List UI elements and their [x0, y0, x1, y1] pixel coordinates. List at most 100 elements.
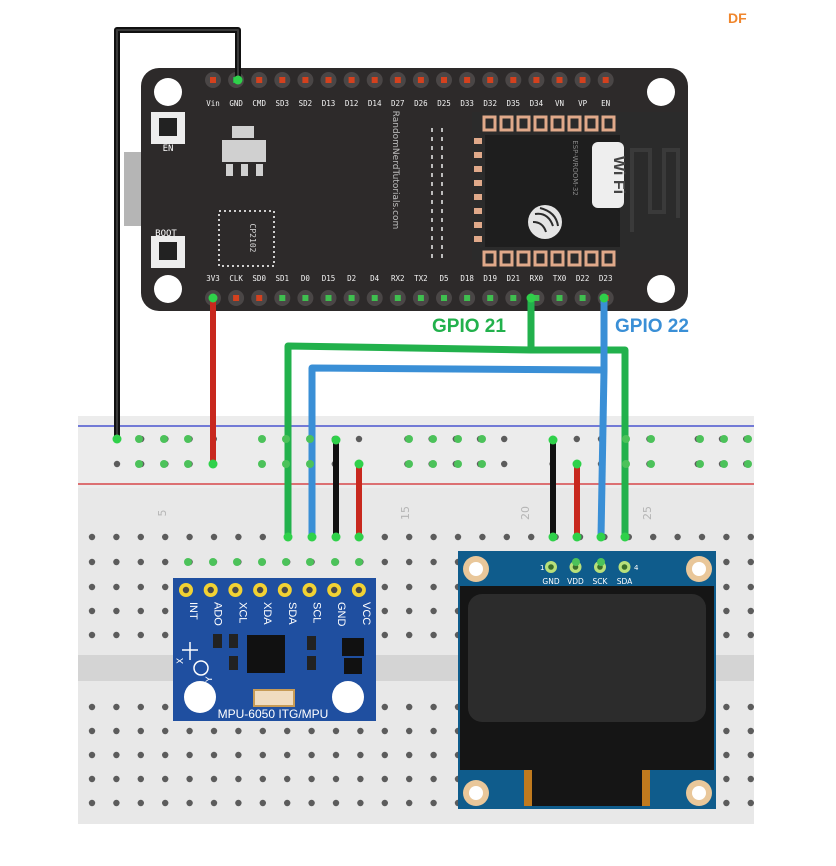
mpu-smd	[307, 636, 316, 650]
mpu-smd	[229, 634, 238, 648]
strip-hole	[406, 799, 413, 807]
oled-pin-label: VDD	[567, 577, 584, 586]
bottom-pin-label: D0	[301, 274, 311, 283]
connected-hole	[696, 460, 704, 468]
bottom-pin-label: D19	[483, 274, 497, 283]
wire-end	[331, 435, 341, 445]
mount-hole	[647, 275, 675, 303]
wroom-pad	[533, 250, 548, 267]
strip-hole	[137, 703, 144, 711]
strip-hole	[88, 558, 96, 566]
strip-hole	[235, 799, 242, 807]
strip-hole	[381, 703, 388, 711]
top-pin-label: VN	[555, 99, 564, 108]
rail-hole	[113, 460, 121, 468]
wroom-pad	[482, 115, 497, 132]
wires	[112, 27, 752, 566]
pin-dot	[487, 77, 494, 83]
pin-dot	[279, 295, 286, 301]
strip-hole	[381, 583, 388, 591]
wroom-side-pad	[474, 138, 482, 144]
connected-hole	[429, 435, 437, 443]
oled-pin-label: GND	[542, 577, 559, 586]
bottom-pin-label: D4	[370, 274, 380, 283]
connected-hole	[258, 460, 266, 468]
wroom-pad	[533, 115, 548, 132]
strip-hole	[381, 558, 388, 566]
wroom-pad	[601, 115, 616, 132]
strip-hole	[747, 799, 754, 807]
strip-hole	[259, 775, 266, 783]
strip-hole	[113, 533, 120, 541]
mpu-pin-label: SCL	[311, 602, 323, 623]
strip-hole	[430, 751, 437, 759]
connected-hole	[622, 435, 630, 443]
connected-hole	[696, 435, 704, 443]
wire-gpio22	[308, 298, 608, 537]
boot-button-cap	[159, 242, 177, 260]
bottom-pin-label: D18	[460, 274, 474, 283]
mpu-axis-x: X	[176, 658, 186, 664]
connected-hole	[160, 460, 168, 468]
connected-hole	[744, 460, 752, 468]
wifi-logo-text: Wi Fi	[610, 156, 627, 194]
strip-hole	[357, 751, 364, 759]
strip-hole	[259, 751, 266, 759]
pin-dot	[371, 295, 378, 301]
connected-hole	[233, 558, 241, 566]
strip-hole	[430, 558, 437, 566]
wire-end	[283, 532, 293, 542]
mpu-pin-label: ADO	[212, 602, 224, 626]
mpu-smd	[229, 656, 238, 670]
strip-hole	[113, 558, 120, 566]
regulator-body	[222, 140, 266, 162]
pin-dot	[256, 295, 263, 301]
board-vertical-text: RandomNerdTutorials.com	[390, 111, 400, 230]
strip-hole	[503, 533, 510, 541]
strip-hole	[308, 751, 315, 759]
strip-hole	[381, 631, 388, 639]
wire-gpio22-b	[597, 369, 608, 538]
strip-hole	[137, 631, 144, 639]
wroom-pad	[516, 115, 531, 132]
pin-dot	[602, 77, 609, 83]
wroom-pad	[499, 115, 514, 132]
bottom-pin-label: D21	[507, 274, 521, 283]
strip-hole	[381, 727, 388, 735]
wire-end	[599, 293, 609, 303]
wroom-side-pad	[474, 208, 482, 214]
pin-dot	[256, 77, 263, 83]
strip-hole	[284, 727, 291, 735]
top-pin-label: D25	[437, 99, 451, 108]
strip-hole	[137, 607, 144, 615]
pin-dot	[417, 295, 424, 301]
pin-dot	[279, 77, 286, 83]
strip-hole	[430, 631, 437, 639]
rail-hole	[501, 435, 508, 443]
mpu-pin-hole	[207, 586, 214, 594]
strip-hole	[235, 751, 242, 759]
rail-top	[78, 416, 754, 488]
connected-hole	[597, 558, 605, 566]
connected-hole	[306, 558, 314, 566]
regulator-leg	[256, 164, 263, 176]
wroom-side-pad	[474, 166, 482, 172]
strip-hole	[162, 583, 169, 591]
strip-hole	[308, 799, 315, 807]
pin-dot	[556, 295, 563, 301]
mpu-pin-hole	[182, 586, 190, 594]
strip-hole	[357, 727, 364, 735]
oled-glass-bottom	[460, 738, 714, 770]
pin-dot	[371, 77, 378, 83]
connected-hole	[355, 558, 363, 566]
wroom-side-pad	[474, 236, 482, 242]
mpu-pin-label: VCC	[360, 602, 372, 625]
connected-hole	[744, 435, 752, 443]
wroom-pad	[567, 250, 582, 267]
pin-dot	[302, 77, 309, 83]
connected-hole	[306, 460, 314, 468]
mpu-pin-label: XCL	[236, 602, 248, 623]
strip-hole	[137, 558, 144, 566]
